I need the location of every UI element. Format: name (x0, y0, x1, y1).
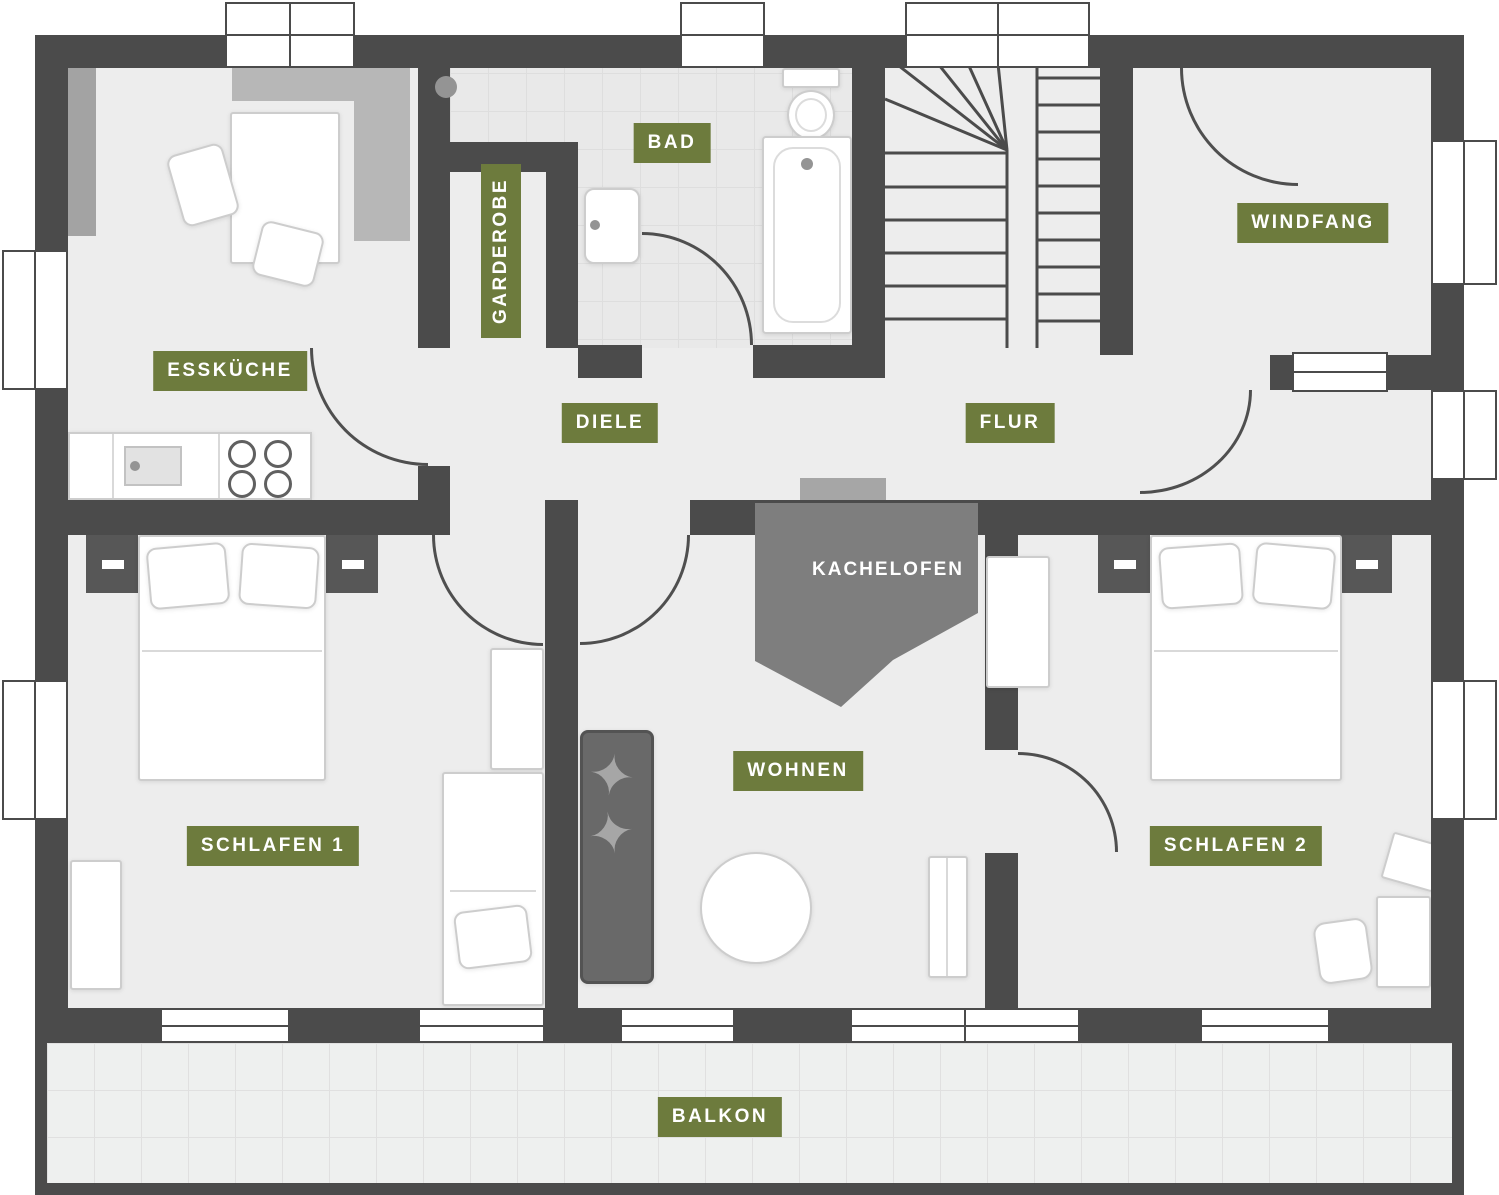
sofa-pillow-icon: ✦ (582, 798, 640, 869)
room-label-flur: FLUR (965, 403, 1055, 443)
window (418, 1008, 545, 1043)
counter-divider (218, 434, 220, 498)
wall (545, 535, 578, 1008)
bathtub-inner (773, 147, 841, 323)
room-label-wohnen: WOHNEN (733, 751, 863, 791)
window (905, 2, 1090, 68)
pillow (237, 542, 321, 610)
balcony-rail (35, 1183, 1464, 1195)
sofa-pillow-icon: ✦ (583, 741, 640, 810)
pillow (1251, 541, 1337, 611)
wall (852, 35, 885, 348)
nightstand-handle (102, 560, 124, 569)
stove-burner-icon (228, 470, 256, 498)
tiled-stove (755, 503, 978, 707)
wall (753, 345, 885, 378)
bath-sink (584, 188, 640, 264)
room-label-esskueche: ESSKÜCHE (153, 351, 307, 391)
blanket-line (1154, 650, 1338, 652)
window (2, 680, 68, 820)
single-bed (442, 772, 544, 1006)
pillow (1157, 542, 1245, 610)
window (1431, 390, 1497, 480)
blanket-line (142, 650, 322, 652)
window (2, 250, 68, 390)
room-label-garderobe: GARDEROBE (481, 163, 521, 339)
staircase (885, 35, 1100, 348)
kitchen-tall-cabinet (68, 40, 96, 236)
room-label-balkon: BALKON (657, 1097, 783, 1137)
nightstand-handle (342, 560, 364, 569)
dresser (70, 860, 122, 990)
window (160, 1008, 290, 1043)
wall (546, 142, 578, 348)
stove-burner-icon (228, 440, 256, 468)
stove-burner-icon (264, 470, 292, 498)
balcony-door (850, 1008, 1080, 1043)
room-label-schlafen1: SCHLAFEN 1 (186, 826, 360, 866)
wall (578, 345, 642, 378)
stove-burner-icon (264, 440, 292, 468)
threshold (800, 478, 886, 503)
wardrobe (490, 648, 544, 770)
shelf-divider (946, 858, 948, 976)
wardrobe (986, 556, 1050, 688)
nightstand-handle (1356, 560, 1378, 569)
coat-hook-icon (435, 76, 457, 98)
wall (545, 500, 578, 535)
shelf (928, 856, 968, 978)
wall (985, 853, 1018, 1008)
toilet-tank (782, 68, 840, 88)
window (1431, 140, 1497, 285)
round-table (700, 852, 812, 964)
window (1292, 352, 1388, 392)
window (1431, 680, 1497, 820)
window (680, 2, 765, 68)
faucet-icon (801, 158, 813, 170)
pillow (452, 903, 534, 971)
pillow (145, 541, 231, 611)
room-label-windfang: WINDFANG (1237, 203, 1389, 243)
chair (1311, 916, 1375, 986)
room-label-kachelofen: KACHELOFEN (812, 559, 964, 580)
room-label-schlafen2: SCHLAFEN 2 (1149, 826, 1323, 866)
window (1200, 1008, 1330, 1043)
nightstand-handle (1114, 560, 1136, 569)
wall (1100, 35, 1133, 355)
window (620, 1008, 735, 1043)
room-label-bad: BAD (633, 123, 711, 163)
wall (35, 35, 68, 1043)
balcony-rail (1452, 1043, 1464, 1195)
desk (1376, 896, 1431, 988)
faucet-icon (130, 461, 140, 471)
toilet-bowl-inner (795, 98, 827, 132)
desk-side (354, 45, 410, 241)
counter-divider (112, 434, 114, 498)
room-label-diele: DIELE (561, 403, 659, 443)
window (225, 2, 355, 68)
wall (35, 500, 430, 535)
blanket-line (450, 890, 536, 892)
balcony-rail (35, 1043, 47, 1195)
faucet-icon (590, 220, 600, 230)
sofa (580, 730, 654, 984)
